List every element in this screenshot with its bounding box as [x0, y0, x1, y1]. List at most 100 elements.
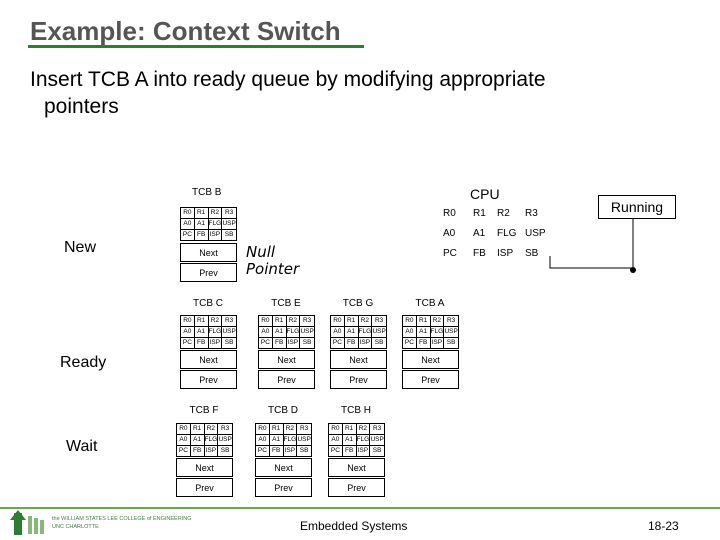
tcb-register: R2 [283, 424, 298, 435]
tcb-name: TCB C [193, 298, 223, 309]
tcb-register: R1 [416, 316, 431, 327]
tcb-register: R2 [358, 316, 373, 327]
tcb-register: R1 [269, 424, 284, 435]
cpu-register: R2 [497, 208, 510, 219]
cpu-register: A1 [473, 228, 486, 239]
tcb-prev-pointer: Prev [258, 370, 315, 389]
cpu-register: FLG [497, 228, 517, 239]
tcb-register: A1 [194, 219, 209, 230]
tcb-register: ISP [209, 338, 223, 348]
tcb-prev-pointer: Prev [176, 478, 233, 497]
tcb-register: USP [297, 435, 311, 446]
tcb-register: R2 [356, 424, 371, 435]
tcb-next-pointer: Next [328, 458, 385, 477]
college-logo-text: the WILLIAM STATES LEE COLLEGE of ENGINE… [52, 515, 191, 531]
tcb-register: ISP [205, 446, 219, 456]
tcb-register: R3 [222, 208, 236, 219]
cpu-register: R1 [473, 208, 486, 219]
tcb-register: ISP [287, 338, 301, 348]
tcb-register: SB [374, 339, 384, 346]
tcb-register: R0 [181, 316, 195, 327]
tcb-register: R0 [177, 424, 191, 435]
tcb-register: A0 [403, 327, 417, 338]
tcb-register: FB [343, 446, 357, 456]
tcb-register: R3 [222, 316, 236, 327]
null-pointer-label: Null Pointer [246, 244, 300, 278]
logo-line-1: the WILLIAM STATES LEE COLLEGE of ENGINE… [52, 516, 192, 522]
tcb-name: TCB D [268, 405, 298, 416]
tcb-register: R0 [256, 424, 270, 435]
tcb-register: FLG [358, 327, 373, 338]
row-label-new: New [64, 239, 97, 256]
tcb-register: A1 [272, 327, 287, 338]
tcb-register: R1 [194, 208, 209, 219]
footer-rule [0, 507, 720, 509]
cpu-register: USP [525, 228, 546, 239]
tcb-name: TCB B [192, 187, 222, 198]
subtitle-line-1: Insert TCB A into ready queue by modifyi… [30, 68, 546, 91]
tcb-register: R1 [190, 424, 205, 435]
tcb-register: R3 [297, 424, 311, 435]
tcb-next-pointer: Next [258, 350, 315, 369]
tcb-register: R3 [372, 316, 386, 327]
tcb-register: FB [195, 230, 209, 240]
tcb-register: FLG [208, 219, 223, 230]
tcb-register: SB [299, 447, 309, 454]
tcb-next-pointer: Next [330, 350, 387, 369]
cpu-register: R0 [443, 208, 456, 219]
tcb-prev-pointer: Prev [330, 370, 387, 389]
tcb-register: R2 [204, 424, 219, 435]
tcb-register: R3 [444, 316, 458, 327]
slide-subtitle: Insert TCB A into ready queue by modifyi… [30, 66, 690, 120]
tcb-register: PC [177, 446, 191, 456]
tcb-register: R0 [259, 316, 273, 327]
tcb-register: FLG [430, 327, 445, 338]
tcb-register: USP [222, 327, 236, 338]
tcb-prev-pointer: Prev [402, 370, 459, 389]
tcb-prev-pointer: Prev [255, 478, 312, 497]
tcb-register: FB [270, 446, 284, 456]
tcb-register: ISP [431, 338, 445, 348]
tcb-register: FB [195, 338, 209, 348]
tcb-register: R3 [370, 424, 384, 435]
tcb-register: A1 [342, 435, 357, 446]
tcb-register: A0 [329, 435, 343, 446]
cpu-register: R3 [525, 208, 538, 219]
tcb-register: R0 [329, 424, 343, 435]
tcb-name: TCB A [415, 298, 445, 309]
tcb-register: PC [331, 338, 345, 348]
tcb-next-pointer: Next [402, 350, 459, 369]
tcb-register: PC [329, 446, 343, 456]
logo-line-2: UNC CHARLOTTE [52, 524, 99, 530]
tcb-next-pointer: Next [255, 458, 312, 477]
tcb-register: A1 [269, 435, 284, 446]
tcb-register: ISP [359, 338, 373, 348]
tcb-register: R2 [208, 316, 223, 327]
tcb-register: ISP [357, 446, 371, 456]
tcb-register: R1 [344, 316, 359, 327]
tcb-register: A0 [256, 435, 270, 446]
tcb-register: FLG [356, 435, 371, 446]
tcb-register: PC [259, 338, 273, 348]
tcb-register: A1 [416, 327, 431, 338]
tcb-register: SB [372, 447, 382, 454]
cpu-register: PC [443, 248, 457, 259]
tcb-register: A0 [331, 327, 345, 338]
cpu-register: ISP [497, 248, 514, 259]
tcb-register: USP [218, 435, 232, 446]
tcb-name: TCB F [189, 405, 219, 416]
tcb-register: R2 [286, 316, 301, 327]
tcb-register: R0 [403, 316, 417, 327]
tcb-register: A0 [181, 327, 195, 338]
tcb-register: FLG [286, 327, 301, 338]
running-pointer-dot [630, 267, 636, 273]
footer-course-title: Embedded Systems [300, 519, 408, 533]
tcb-register: SB [446, 339, 456, 346]
tcb-register: R1 [272, 316, 287, 327]
tcb-register: R2 [208, 208, 223, 219]
